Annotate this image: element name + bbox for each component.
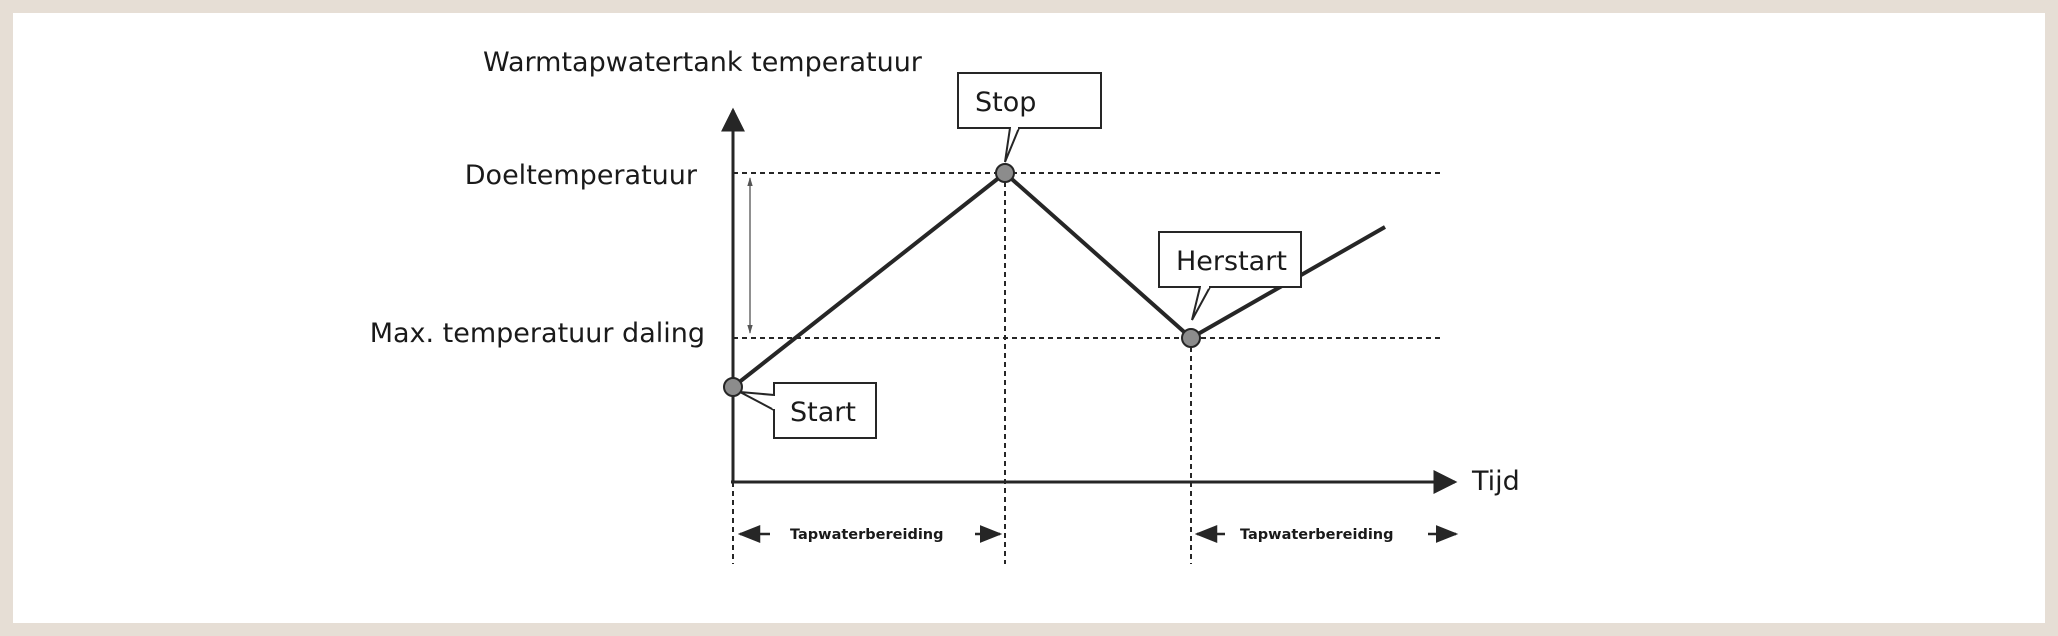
phase-second-label: Tapwaterbereiding [1240, 527, 1394, 543]
stop-callout-text: Stop [975, 87, 1036, 118]
phase-first-label: Tapwaterbereiding [790, 527, 944, 543]
start-point [723, 377, 743, 397]
restart-callout: Herstart [1158, 231, 1302, 321]
max-drop-label: Max. temperatuur daling [370, 318, 705, 349]
start-callout-text: Start [790, 397, 856, 428]
stop-callout: Stop [957, 72, 1102, 163]
target-temperature-label: Doeltemperatuur [465, 160, 698, 191]
x-axis-label: Tijd [1471, 466, 1520, 497]
y-axis-title: Warmtapwatertank temperatuur [483, 47, 923, 78]
start-callout: Start [739, 382, 877, 439]
restart-callout-text: Herstart [1176, 246, 1287, 277]
phase-second: Tapwaterbereiding [1194, 525, 1459, 543]
phase-first: Tapwaterbereiding [737, 525, 1003, 543]
stop-point [995, 163, 1015, 183]
restart-point [1181, 328, 1201, 348]
